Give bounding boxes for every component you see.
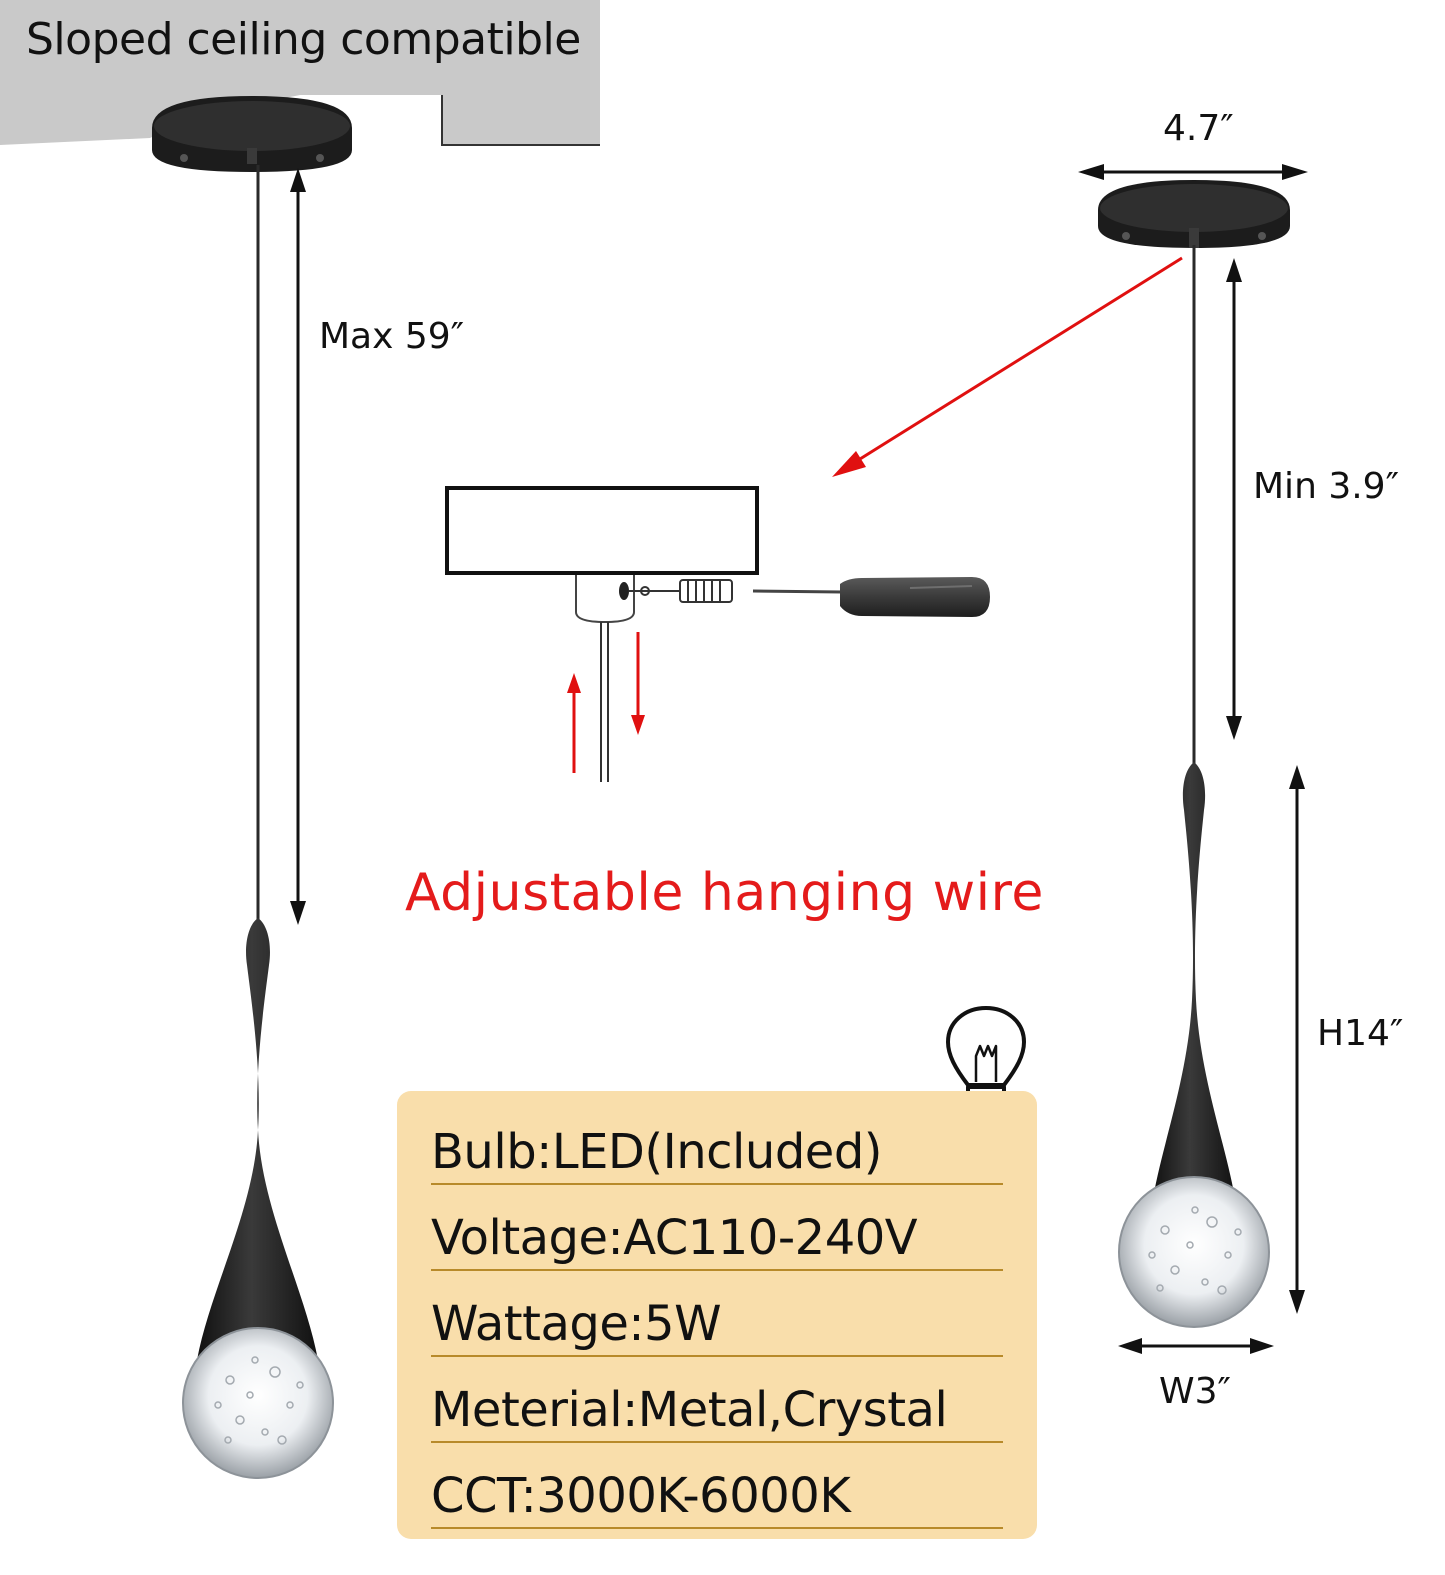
detail-wire-clamp: [575, 575, 635, 624]
min-length-label: Min 3.9″: [1253, 466, 1400, 507]
canopy-width-label: 4.7″: [1163, 108, 1234, 149]
spec-row-cct: CCT:3000K-6000K: [431, 1441, 1003, 1529]
right-crystal-globe: [1118, 1176, 1270, 1328]
spec-bulb: Bulb:LED(Included): [431, 1124, 883, 1180]
left-canopy: [152, 96, 352, 172]
right-canopy: [1098, 180, 1290, 248]
spec-row-material: Meterial:Metal,Crystal: [431, 1355, 1003, 1443]
spec-row-voltage: Voltage:AC110-240V: [431, 1183, 1003, 1271]
left-bubbles: [214, 1356, 304, 1445]
right-pendant: [1078, 164, 1308, 1354]
spec-cct: CCT:3000K-6000K: [431, 1468, 851, 1524]
ceiling-compatibility-label: Sloped ceiling compatible: [26, 14, 581, 65]
sloped-ceiling: [0, 0, 600, 146]
right-bubbles: [1148, 1206, 1242, 1295]
spec-voltage: Voltage:AC110-240V: [431, 1210, 918, 1266]
wire-up-arrow: [567, 673, 581, 773]
shade-width-arrow: [1118, 1338, 1274, 1354]
left-shade-body: [197, 918, 318, 1360]
screwdriver-icon: [752, 577, 990, 617]
spec-row-wattage: Wattage:5W: [431, 1269, 1003, 1357]
right-shade-body: [1152, 762, 1236, 1205]
adjustable-wire-caption: Adjustable hanging wire: [405, 863, 1044, 923]
height-label: H14″: [1317, 1013, 1404, 1054]
set-screw: [679, 579, 733, 603]
min-length-arrow: [1226, 258, 1242, 740]
spec-panel: Bulb:LED(Included) Voltage:AC110-240V Wa…: [397, 1091, 1037, 1539]
max-length-arrow: [290, 168, 306, 925]
left-crystal-globe: [182, 1327, 334, 1479]
canopy-width-arrow: [1078, 164, 1308, 180]
wire-adjust-detail: [445, 486, 990, 782]
spec-wattage: Wattage:5W: [431, 1296, 722, 1352]
detail-pointer-arrow: [832, 256, 1183, 477]
shade-width-label: W3″: [1159, 1371, 1231, 1412]
detail-canopy-box: [445, 486, 759, 575]
wire-down-arrow: [631, 632, 645, 735]
spec-row-bulb: Bulb:LED(Included): [431, 1097, 1003, 1185]
height-arrow: [1289, 765, 1305, 1314]
left-pendant: [152, 96, 352, 1479]
spec-material: Meterial:Metal,Crystal: [431, 1382, 948, 1438]
max-length-label: Max 59″: [319, 316, 465, 357]
